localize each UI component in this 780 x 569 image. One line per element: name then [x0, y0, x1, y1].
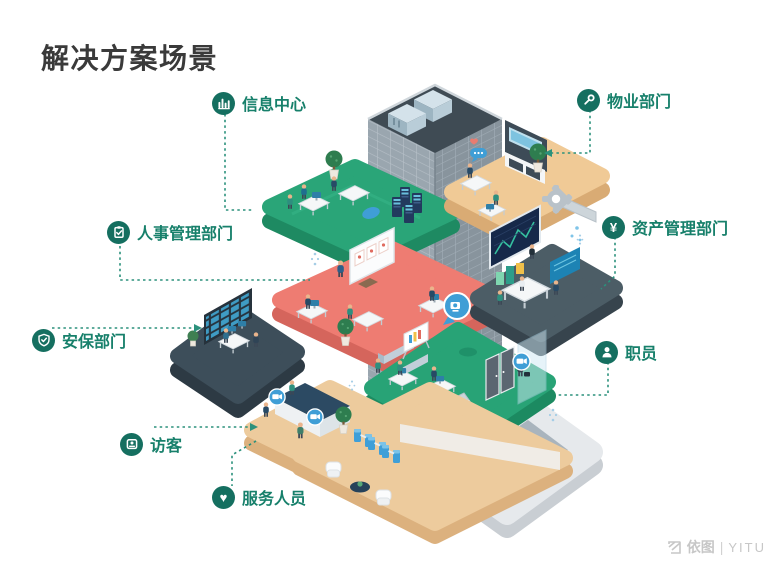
mouse-device: [362, 207, 380, 219]
plant: [187, 330, 199, 342]
shield-check-icon: [32, 328, 55, 352]
brand-separator: |: [719, 539, 724, 555]
heart-icon: ♥: [212, 485, 235, 509]
label-text: 安保部门: [62, 334, 127, 351]
presentation-screen: [489, 204, 541, 270]
lounge-armchair: [375, 489, 392, 506]
double-doors: [485, 346, 515, 401]
face-camera-badge: [306, 408, 324, 426]
label-text: 访客: [150, 438, 183, 455]
lounge-armchair: [325, 461, 342, 478]
coffee-table: [350, 481, 370, 493]
platform-info-center: [262, 150, 460, 274]
employee-with-briefcase: [517, 360, 530, 377]
snow-dots: [310, 252, 320, 266]
chat-bubble: [470, 148, 487, 162]
bar-chart-icon: [212, 91, 235, 115]
wrench-icon: [577, 88, 600, 112]
video-wall: [204, 288, 252, 345]
brand-en: YITU: [728, 539, 766, 555]
label-service-staff: ♥ 服务人员: [212, 485, 306, 509]
flipchart: [402, 321, 430, 360]
line-staff: [558, 362, 609, 396]
brand-logo-icon: [667, 540, 681, 554]
label-property-dept: 物业部门: [577, 88, 671, 112]
platform-security-dept: [170, 288, 305, 418]
heart-decor: [470, 138, 478, 145]
label-staff: 职员: [595, 340, 657, 364]
rooftop-hvac-units: [388, 90, 452, 136]
lobby-platform: [244, 380, 573, 544]
label-text: 资产管理部门: [632, 221, 729, 238]
label-text: 物业部门: [607, 94, 672, 111]
platform-asset-dept: [470, 204, 623, 356]
label-security-dept: 安保部门: [32, 328, 126, 352]
yuan-icon: ¥: [602, 215, 625, 239]
gear-and-pipe: [542, 184, 597, 242]
whiteboard: [349, 226, 395, 288]
brand-cn: 依图: [686, 539, 715, 555]
line-hr: [119, 246, 310, 281]
label-visitor: 访客: [120, 432, 182, 456]
page-title: 解决方案场景: [41, 42, 219, 74]
person-icon: [595, 340, 618, 364]
glass-facade: [400, 424, 560, 470]
label-text: 人事管理部门: [137, 226, 234, 243]
label-text: 服务人员: [242, 491, 307, 508]
label-info-center: 信息中心: [212, 91, 306, 115]
glass-wall: [517, 329, 547, 405]
face-camera-badge: [268, 388, 286, 406]
face-camera-badge: [512, 352, 531, 371]
label-text: 职员: [625, 346, 658, 363]
label-asset-dept: ¥ 资产管理部门: [602, 215, 728, 239]
platform-property-dept: [444, 120, 610, 245]
line-info-center: [224, 114, 252, 211]
camera-pin-bubble: [443, 292, 471, 325]
bar-chart-3d: [496, 272, 504, 285]
leader-lines: [52, 110, 616, 486]
id-badge-icon: [120, 432, 143, 456]
line-asset: [600, 237, 616, 290]
watermark-brand: 依图 | YITU: [667, 537, 766, 557]
label-hr-dept: 人事管理部门: [107, 220, 233, 244]
label-text: 信息中心: [242, 97, 307, 114]
leader-arrowheads: [194, 149, 552, 431]
clipboard-check-icon: [107, 220, 130, 244]
